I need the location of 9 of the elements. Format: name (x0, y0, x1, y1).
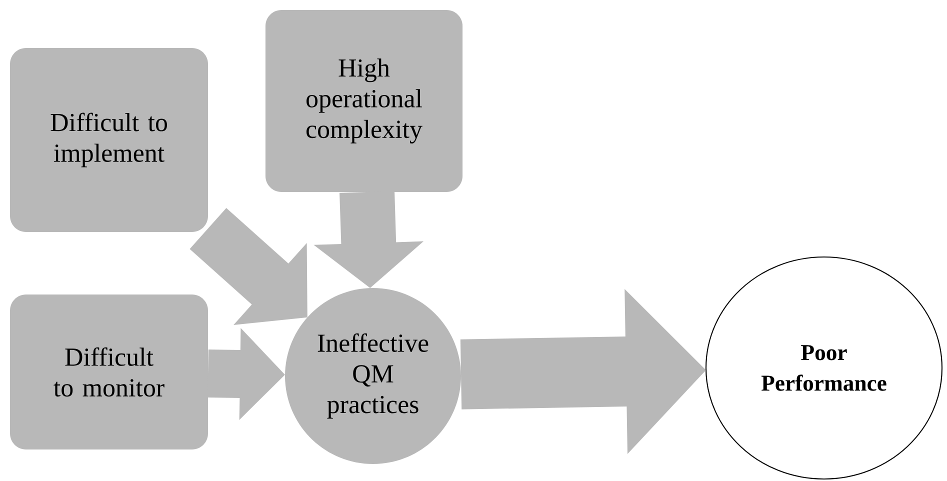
circle-node: Poor Performance (705, 256, 943, 480)
rounded-box: Difficult to implement (10, 48, 208, 232)
rounded-box: Difficult to monitor (10, 294, 208, 450)
block-arrow (314, 191, 424, 288)
block-arrow (208, 328, 285, 420)
block-arrow (190, 208, 308, 325)
rounded-box: High operational complexity (265, 10, 463, 192)
circle-node: Ineffective QM practices (285, 288, 461, 464)
block-arrow (460, 289, 706, 454)
